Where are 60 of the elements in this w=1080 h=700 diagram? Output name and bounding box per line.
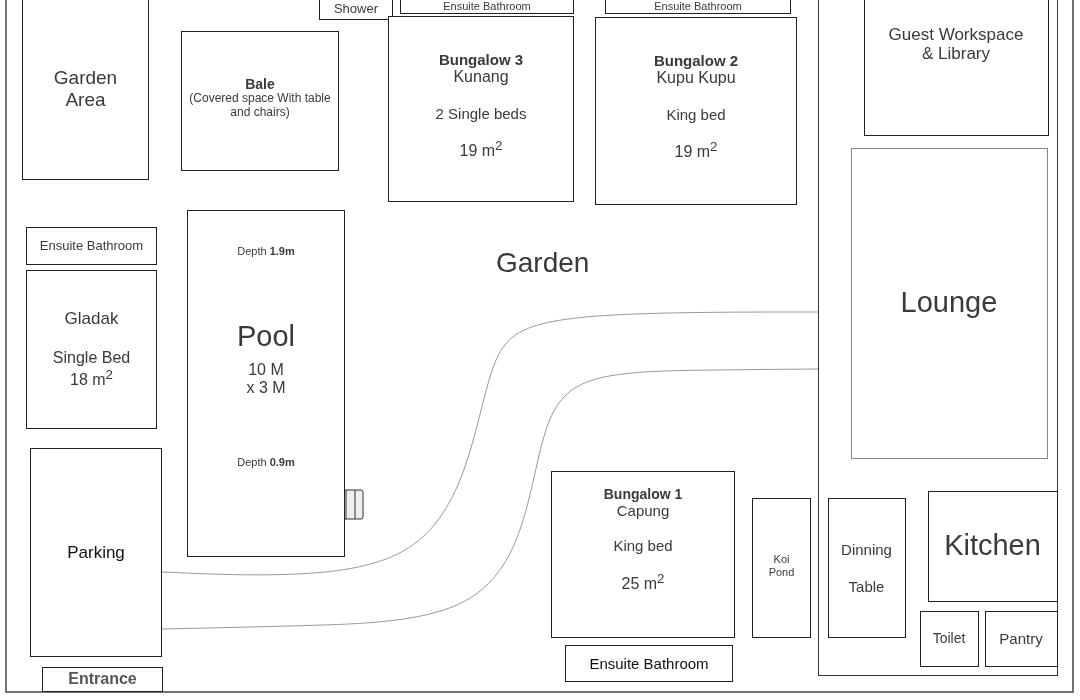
room-box <box>400 0 574 14</box>
room-box <box>565 645 733 682</box>
room-name: Bungalow 2 <box>653 52 739 70</box>
room-box <box>30 448 162 657</box>
room-box <box>388 16 574 202</box>
room-box <box>187 210 345 557</box>
room-name: Depth 1.9m <box>237 245 295 258</box>
room-detail: Kunang <box>453 68 509 87</box>
room-detail: Depth 0.9m <box>237 455 295 469</box>
room-name: Dinning <box>841 540 892 558</box>
room-name: Toilet <box>932 630 966 647</box>
room-detail: Table <box>848 577 885 595</box>
room-box <box>984 610 1058 667</box>
room-detail: 2 Single beds <box>435 104 527 122</box>
room-detail: Kupu Kupu <box>656 69 736 88</box>
room-box <box>22 0 149 180</box>
room-name: Parking <box>67 542 125 563</box>
room-name: Kitchen <box>944 529 1041 563</box>
room-name: Gladak <box>64 309 119 329</box>
room-name: Entrance <box>68 670 137 689</box>
room-detail: King bed <box>613 537 673 555</box>
room-name: Bungalow 3 <box>438 51 524 69</box>
room-name: Garden Area <box>52 67 119 111</box>
room-detail: Capung <box>616 502 670 520</box>
room-box <box>850 147 1048 459</box>
room-box <box>752 498 811 638</box>
room-detail: Single Bed <box>52 348 131 367</box>
room-box <box>595 17 797 205</box>
room-box <box>26 227 157 265</box>
room-box <box>551 471 735 638</box>
room-name: Lounge <box>900 286 998 320</box>
room-detail: 19 m$^{2}$ <box>674 138 718 162</box>
building-outline <box>818 0 1058 676</box>
room-box <box>42 667 163 692</box>
room-name: Ensuite Bathroom <box>443 0 531 13</box>
room-detail: Pool <box>236 319 295 353</box>
room-name: Ensuite Bathroom <box>39 238 144 254</box>
room-name: Bungalow 1 <box>603 486 683 503</box>
room-name: Ensuite Bathroom <box>654 0 742 13</box>
room-name: Koi Pond <box>767 553 796 579</box>
room-box <box>319 0 393 20</box>
room-box <box>927 490 1058 602</box>
room-detail: 19 m$^{2}$ <box>459 137 503 161</box>
room-box <box>605 0 791 14</box>
room-detail: 25 m$^{2}$ <box>621 570 665 594</box>
room-box <box>26 270 157 429</box>
room-box <box>863 0 1049 136</box>
room-name: Shower <box>333 1 379 17</box>
room-detail: (Covered space With table and chairs) <box>188 92 332 120</box>
room-box <box>827 497 906 638</box>
room-box <box>919 610 979 667</box>
room-name: Pantry <box>999 629 1043 648</box>
room-box <box>181 31 339 171</box>
room-name: Bale <box>245 76 275 93</box>
room-detail: 10 M x 3 M <box>245 361 287 398</box>
room-name: Guest Workspace & Library <box>887 24 1025 64</box>
room-detail: 18 m$^{2}$ <box>70 366 113 390</box>
room-detail: King bed <box>666 105 726 123</box>
room-name: Ensuite Bathroom <box>589 654 709 673</box>
area-label: Garden <box>496 247 590 279</box>
